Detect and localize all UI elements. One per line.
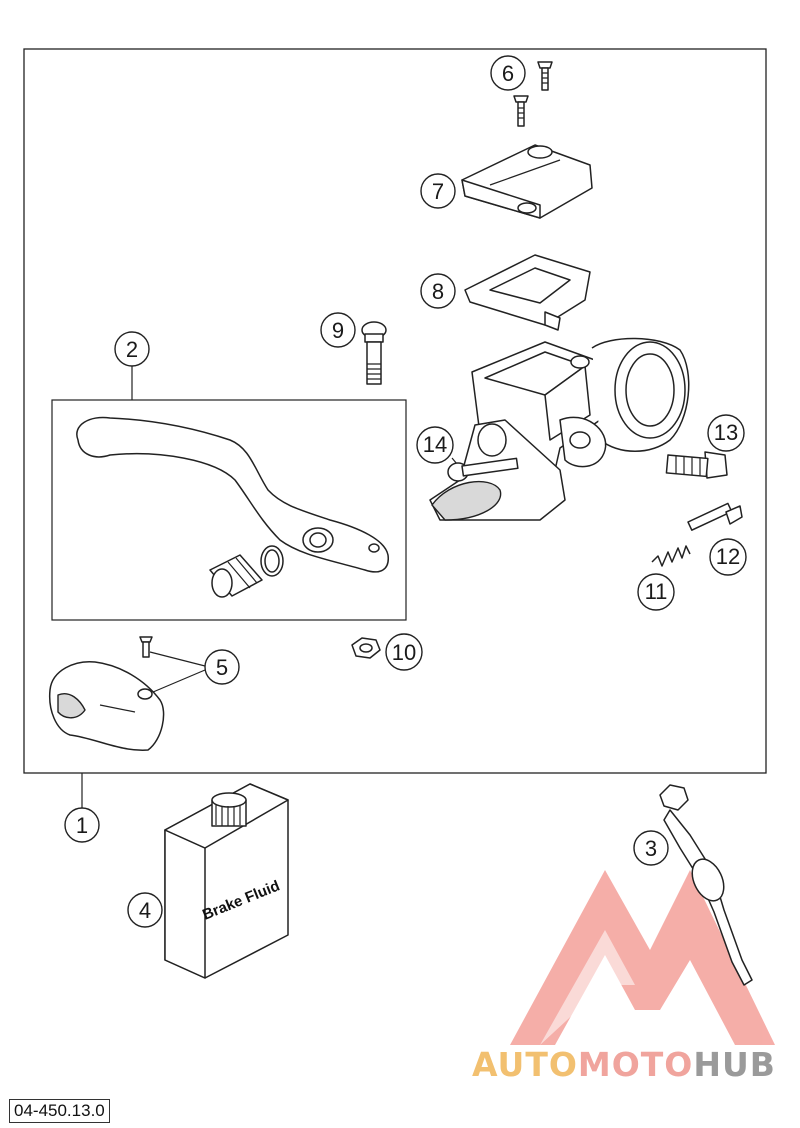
master-cylinder-body (429, 337, 690, 521)
brake-lever (76, 416, 389, 573)
watermark-part-auto: AUTO (472, 1045, 578, 1084)
callout-4: 4 (127, 892, 163, 928)
reservoir-gasket (464, 254, 591, 331)
lever-pivot-insert (209, 545, 284, 598)
screw-6b (513, 95, 529, 127)
svg-text:7: 7 (432, 179, 444, 204)
watermark-wordmark: AUTOMOTOHUB (472, 1045, 776, 1084)
watermark-part-moto: MOTO (577, 1045, 694, 1084)
svg-text:5: 5 (216, 655, 228, 680)
leader-lines (81, 366, 463, 808)
callout-8: 8 (420, 273, 456, 309)
brake-fluid-bottle: Brake Fluid (164, 783, 289, 979)
kit-frame (23, 48, 767, 774)
svg-text:6: 6 (502, 61, 514, 86)
adjust-screw-12 (687, 502, 743, 531)
lever-frame (51, 399, 407, 621)
reservoir-cover (461, 144, 593, 219)
bolt-13 (665, 451, 728, 479)
svg-text:8: 8 (432, 279, 444, 304)
push-rod (447, 457, 519, 482)
svg-text:4: 4 (139, 898, 151, 923)
callout-10: 10 (385, 633, 423, 671)
watermark-logo (510, 870, 775, 1045)
svg-text:14: 14 (423, 432, 447, 457)
svg-text:10: 10 (392, 640, 416, 665)
callout-11: 11 (637, 573, 675, 611)
callout-1: 1 (64, 807, 100, 843)
callout-5: 5 (204, 649, 240, 685)
brake-line (659, 784, 753, 986)
nut-10 (351, 637, 381, 659)
callout-13: 13 (707, 414, 745, 452)
svg-text:2: 2 (126, 337, 138, 362)
screw-5 (139, 636, 153, 658)
svg-text:1: 1 (76, 813, 88, 838)
svg-text:12: 12 (716, 544, 740, 569)
document-code: 04-450.13.0 (9, 1099, 110, 1123)
lever-guard (48, 661, 165, 751)
svg-text:3: 3 (645, 836, 657, 861)
callout-6: 6 (490, 55, 526, 91)
callout-14: 14 (416, 426, 454, 464)
callout-9: 9 (320, 312, 356, 348)
callout-3: 3 (633, 830, 669, 866)
svg-text:13: 13 (714, 420, 738, 445)
svg-text:9: 9 (332, 318, 344, 343)
watermark-part-hub: HUB (693, 1045, 776, 1084)
svg-text:11: 11 (645, 579, 668, 604)
spring-11 (651, 545, 691, 567)
screw-6a (537, 61, 553, 91)
callout-12: 12 (709, 538, 747, 576)
callout-7: 7 (420, 173, 456, 209)
bolt-9 (361, 321, 387, 385)
callout-2: 2 (114, 331, 150, 367)
